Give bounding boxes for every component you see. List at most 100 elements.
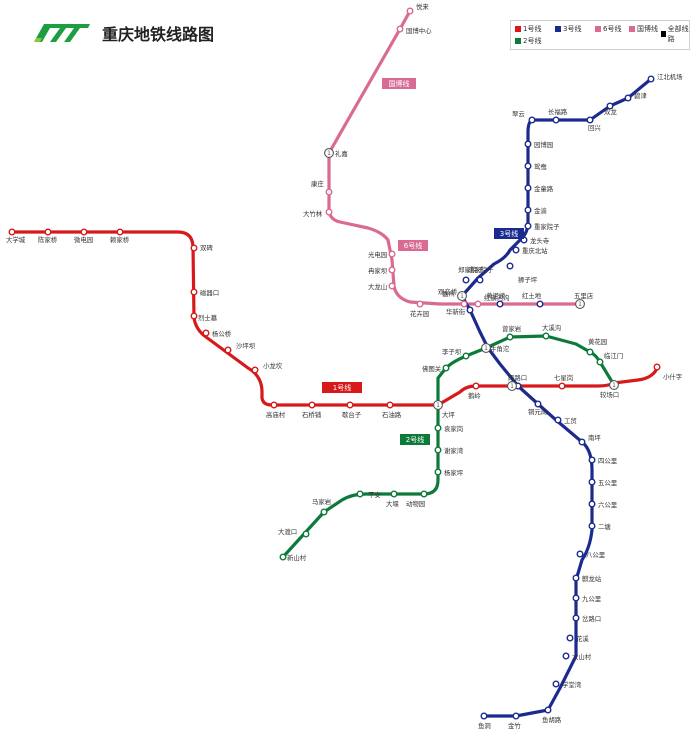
transfer-station-icon[interactable]: 1 — [575, 299, 585, 309]
station-line1-14[interactable]: 大坪 — [442, 410, 455, 419]
station-line2-10[interactable]: 谢家湾 — [434, 446, 464, 455]
station-label: 赖家桥 — [110, 235, 130, 244]
station-expo-1[interactable]: 国博中心 — [396, 25, 432, 35]
station-line1-19[interactable]: 小什字 — [653, 363, 682, 381]
station-label: 观音桥 — [438, 287, 458, 296]
station-line2-17[interactable]: 新山村 — [279, 553, 307, 562]
station-line3-3[interactable]: 回兴 — [586, 116, 601, 132]
station-line6-7[interactable]: 嘉州 — [442, 289, 468, 308]
station-line1-9[interactable]: 小龙坎 — [251, 361, 283, 374]
station-line6-4[interactable]: 冉家坝 — [368, 266, 396, 275]
station-line1-2[interactable]: 微电园 — [74, 228, 93, 244]
station-line1-16[interactable]: 两路口 — [508, 373, 527, 382]
station-line1-12[interactable]: 歇台子 — [342, 401, 362, 419]
station-line6-5[interactable]: 大龙山 — [368, 282, 396, 291]
station-line3-12[interactable]: 重庆北站 — [512, 246, 548, 255]
station-line3-32[interactable]: 九公里 — [572, 594, 602, 603]
station-line1-1[interactable]: 陈家桥 — [38, 228, 58, 244]
station-line1-7[interactable]: 杨公桥 — [202, 329, 232, 338]
station-line2-16[interactable]: 大渡口 — [278, 527, 310, 538]
station-line2-5[interactable]: 牛角沱 — [490, 344, 510, 353]
station-line3-33[interactable]: 岔路口 — [572, 614, 601, 623]
station-line1-18[interactable]: 较场口 — [600, 390, 619, 399]
legend-item-3[interactable]: 国博线 — [629, 24, 658, 34]
legend-item-2[interactable]: 6号线 — [595, 24, 621, 34]
station-line3-18[interactable]: 郑家院子 — [458, 265, 484, 284]
station-line2-12[interactable]: 动物园 — [406, 490, 428, 508]
station-line3-29[interactable]: 二塘 — [588, 522, 611, 531]
station-line3-25[interactable]: 南坪 — [578, 433, 601, 446]
legend-item-5[interactable]: 2号线 — [515, 36, 541, 46]
station-line3-6[interactable]: 园博园 — [524, 140, 553, 149]
station-line2-6[interactable]: 李子坝 — [442, 347, 470, 360]
station-line1-17[interactable]: 七星岗 — [554, 373, 573, 390]
station-line1-4[interactable]: 双碑 — [190, 243, 213, 252]
station-line2-14[interactable]: 平安 — [356, 490, 381, 499]
station-line1-3[interactable]: 赖家桥 — [110, 228, 130, 244]
station-line1-0[interactable]: 大学城 — [6, 228, 26, 244]
station-line2-11[interactable]: 杨家坪 — [434, 468, 464, 477]
station-line3-13[interactable]: 狮子坪 — [506, 262, 538, 284]
station-line2-4[interactable]: 曾家岩 — [502, 324, 522, 341]
station-line3-4[interactable]: 长福路 — [548, 107, 568, 124]
station-line2-7[interactable]: 佛图关 — [422, 364, 450, 373]
transfer-station-icon[interactable]: 1 — [324, 148, 334, 158]
transfer-station-icon[interactable]: 1 — [481, 343, 491, 353]
station-line3-16[interactable]: 黄泥塝 — [486, 291, 506, 308]
station-line3-1[interactable]: 碧津 — [624, 91, 647, 102]
station-line6-2[interactable]: 大竹林 — [303, 208, 333, 218]
station-line3-37[interactable]: 鱼胡路 — [542, 706, 562, 724]
station-line1-6[interactable]: 烈士墓 — [190, 312, 218, 322]
station-line3-38[interactable]: 金竹 — [508, 712, 521, 730]
station-line6-0[interactable]: 礼嘉 — [335, 149, 348, 158]
station-line6-8[interactable]: 红旗河沟 — [474, 293, 510, 308]
station-line3-19[interactable]: 观音桥 — [438, 287, 458, 296]
station-line3-31[interactable]: 麒龙站 — [572, 574, 602, 583]
station-line1-11[interactable]: 石桥铺 — [302, 401, 322, 419]
station-line3-14[interactable]: 五里店 — [574, 291, 594, 300]
transfer-station-icon[interactable]: 1 — [609, 380, 619, 390]
station-line1-13[interactable]: 石油路 — [382, 401, 402, 419]
station-line2-2[interactable]: 黄花园 — [586, 337, 607, 356]
station-line3-2[interactable]: 双龙 — [604, 102, 617, 116]
transfer-station-icon[interactable]: 1 — [457, 291, 467, 301]
station-line1-5[interactable]: 磁器口 — [190, 288, 219, 297]
station-line3-10[interactable]: 重家院子 — [524, 222, 560, 231]
station-line2-9[interactable]: 袁家岗 — [434, 424, 463, 433]
station-line6-6[interactable]: 花卉园 — [410, 300, 429, 318]
station-line6-3[interactable]: 光电园 — [368, 250, 396, 259]
station-line1-8[interactable]: 沙坪坝 — [224, 341, 256, 354]
transfer-station-icon[interactable]: 1 — [507, 381, 517, 391]
station-expo-0[interactable]: 悦来 — [406, 2, 429, 15]
legend-item-4[interactable]: 全部线路 — [661, 24, 689, 44]
station-line1-15[interactable]: 鹅岭 — [468, 382, 481, 400]
station-line3-26[interactable]: 四公里 — [588, 456, 618, 465]
station-line3-23[interactable]: 铜元局 — [528, 400, 547, 416]
station-line6-1[interactable]: 康庄 — [311, 179, 333, 196]
transfer-station-icon[interactable]: 1 — [433, 400, 443, 410]
station-line3-15[interactable]: 红土地 — [522, 291, 544, 308]
station-line3-36[interactable]: 学堂湾 — [552, 680, 582, 689]
station-line3-8[interactable]: 金童路 — [524, 184, 554, 193]
station-line3-39[interactable]: 鱼洞 — [478, 712, 491, 730]
station-line3-27[interactable]: 五公里 — [588, 478, 618, 487]
station-line2-3[interactable]: 大溪沟 — [542, 323, 561, 340]
station-line3-9[interactable]: 金渝 — [524, 206, 547, 215]
station-line3-20[interactable]: 华新街 — [446, 306, 474, 316]
station-line3-34[interactable]: 花溪 — [566, 634, 589, 643]
station-line3-28[interactable]: 六公里 — [588, 500, 618, 509]
legend-item-0[interactable]: 1号线 — [515, 24, 541, 34]
station-line3-30[interactable]: 八公里 — [576, 550, 606, 559]
station-line2-1[interactable]: 临江门 — [596, 351, 623, 366]
station-line3-5[interactable]: 翠云 — [512, 110, 536, 124]
station-line3-35[interactable]: 大山村 — [562, 652, 592, 661]
station-line3-11[interactable]: 龙头寺 — [520, 236, 550, 245]
station-line2-13[interactable]: 大堰 — [386, 490, 399, 508]
station-line3-24[interactable]: 工贸 — [554, 416, 577, 425]
station-line3-0[interactable]: 江北机场 — [647, 72, 683, 83]
station-line2-15[interactable]: 马家岩 — [312, 497, 332, 516]
station-line3-7[interactable]: 鸳鸯 — [524, 162, 547, 171]
station-line1-10[interactable]: 高庙村 — [266, 401, 286, 419]
station-line3-17[interactable]: 唐家院子 — [468, 265, 494, 284]
legend-item-1[interactable]: 3号线 — [555, 24, 581, 34]
